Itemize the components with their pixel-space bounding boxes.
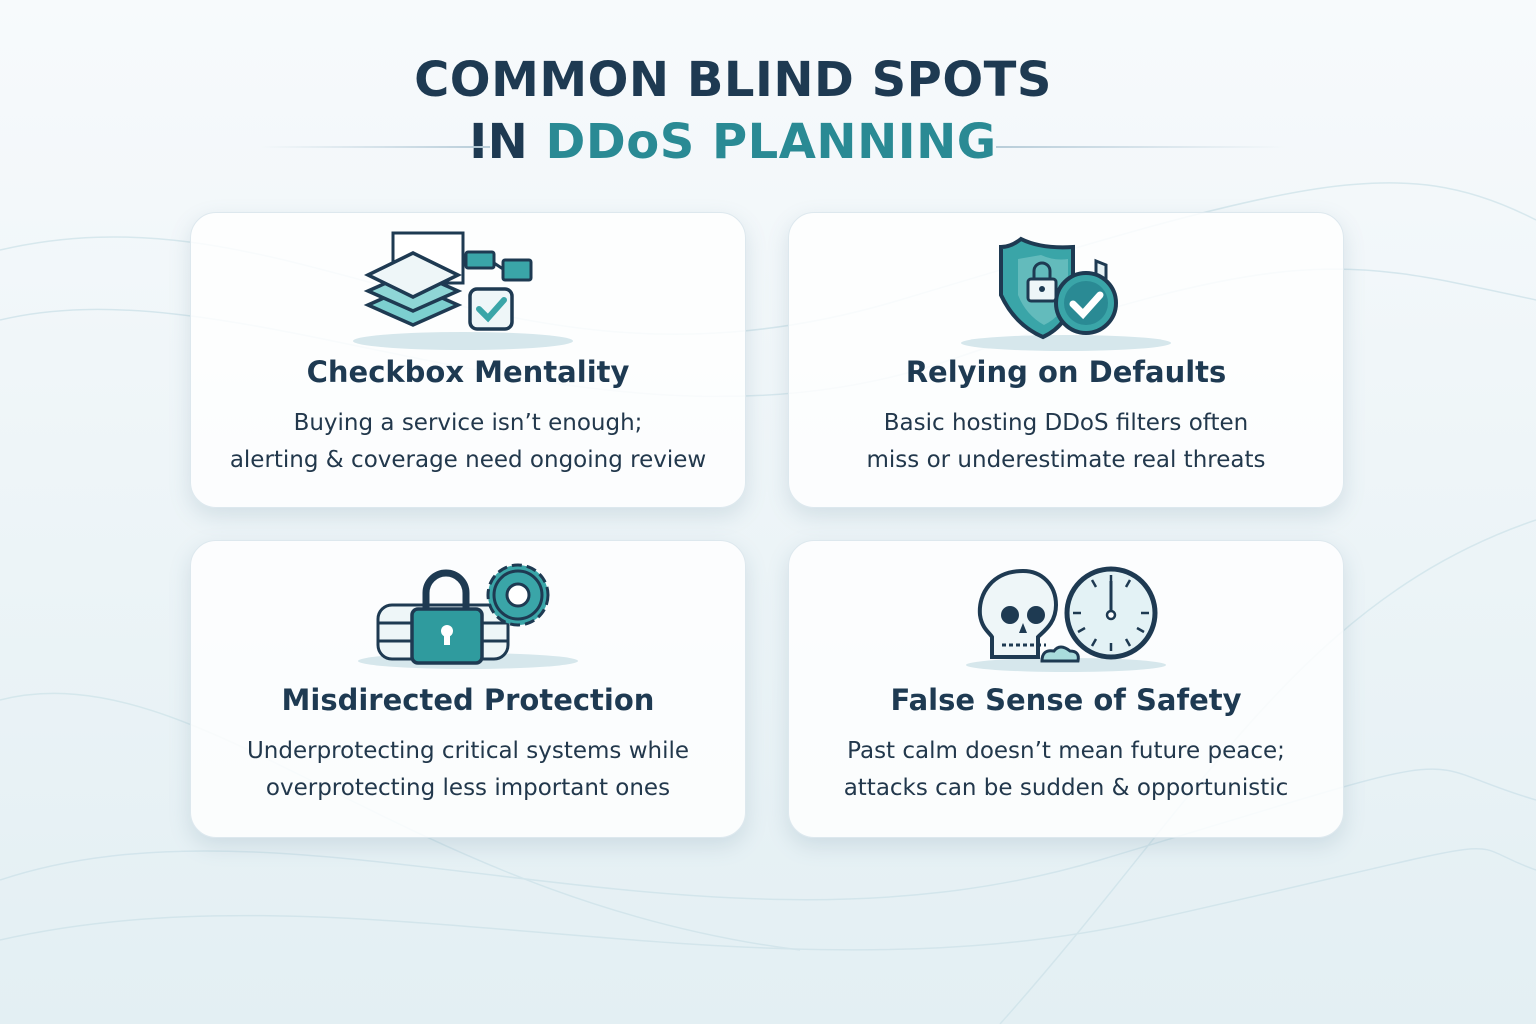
skull-clock-icon (966, 566, 1166, 672)
card-description: Basic hosting DDoS filters often miss or … (809, 405, 1323, 479)
desc-line: Past calm doesn’t mean future peace; (847, 738, 1285, 764)
title-divider-left (260, 146, 490, 148)
card-false-sense-of-safety: False Sense of Safety Past calm doesn’t … (788, 540, 1344, 838)
desc-line: overprotecting less important ones (265, 775, 671, 801)
page-title-line2: IN DDoS PLANNING (0, 114, 1536, 170)
title-accent: DDoS PLANNING (545, 114, 997, 170)
card-checkbox-mentality: Checkbox Mentality Buying a service isn’… (190, 212, 746, 508)
desc-line: miss or underestimate real threats (866, 447, 1266, 473)
page-title-line1: COMMON BLIND SPOTS (414, 52, 1052, 108)
card-title: Misdirected Protection (281, 683, 655, 717)
desc-line: alerting & coverage need ongoing review (229, 447, 707, 473)
card-title: False Sense of Safety (890, 683, 1242, 717)
card-title: Checkbox Mentality (306, 355, 630, 389)
title-prefix: IN (469, 114, 529, 170)
title-divider-right (996, 146, 1286, 148)
card-relying-on-defaults: Relying on Defaults Basic hosting DDoS f… (788, 212, 1344, 508)
card-title: Relying on Defaults (905, 355, 1227, 389)
desc-line: Underprotecting critical systems while (246, 738, 690, 764)
database-lock-gear-icon (358, 563, 578, 669)
desc-line: Buying a service isn’t enough; (293, 410, 643, 436)
card-description: Past calm doesn’t mean future peace; atta… (809, 733, 1323, 807)
desc-line: attacks can be sudden & opportunistic (843, 775, 1289, 801)
card-description: Buying a service isn’t enough; alerting &… (211, 405, 725, 479)
desc-line: Basic hosting DDoS filters often (883, 410, 1249, 436)
shield-lock-check-icon (961, 236, 1171, 351)
card-description: Underprotecting critical systems while ov… (211, 733, 725, 807)
layers-checkbox-icon (353, 231, 573, 350)
card-misdirected-protection: Misdirected Protection Underprotecting c… (190, 540, 746, 838)
